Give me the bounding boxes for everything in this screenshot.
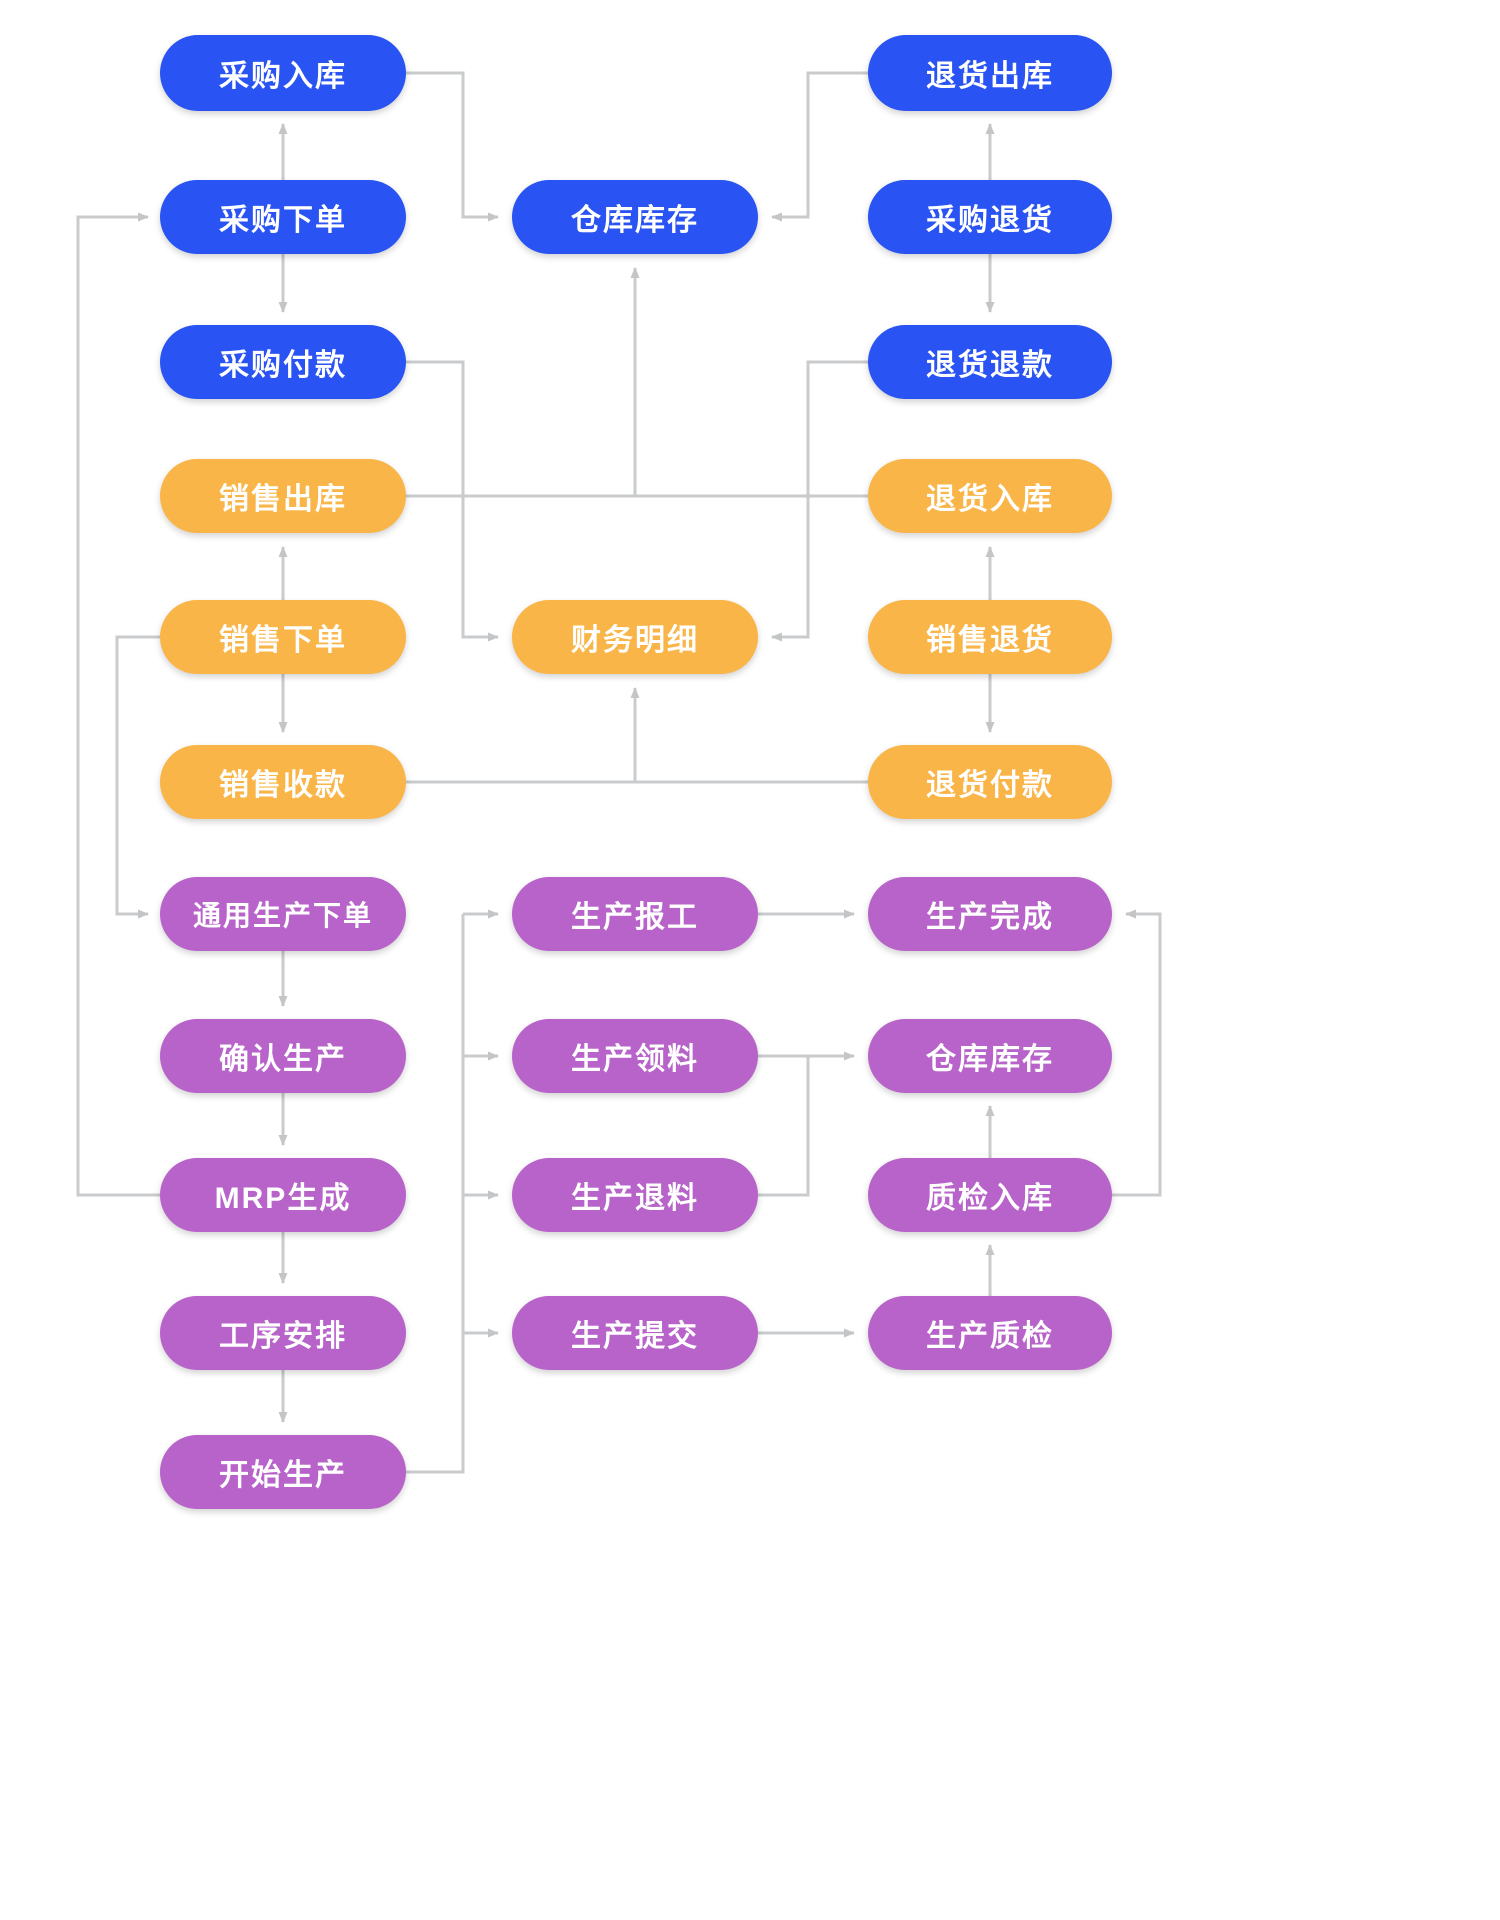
flow-node-n21[interactable]: MRP生成 (160, 1158, 406, 1232)
flow-node-n04[interactable]: 仓库库存 (512, 180, 758, 254)
flow-node-n12[interactable]: 销售退货 (868, 600, 1112, 674)
edge-n27-trunk (406, 914, 465, 1474)
flow-node-n16[interactable]: 生产报工 (512, 877, 758, 951)
flow-node-n11[interactable]: 财务明细 (512, 600, 758, 674)
flow-node-n15[interactable]: 通用生产下单 (160, 877, 406, 951)
flow-node-n08[interactable]: 销售出库 (160, 459, 406, 533)
flow-node-n27[interactable]: 开始生产 (160, 1435, 406, 1509)
flow-node-n01[interactable]: 采购入库 (160, 35, 406, 111)
flow-node-n06[interactable]: 采购付款 (160, 325, 406, 399)
flow-node-n22[interactable]: 生产退料 (512, 1158, 758, 1232)
edge-n08-n04 (406, 267, 640, 498)
edge-n22-n20 (758, 1056, 810, 1197)
flow-node-n07[interactable]: 退货退款 (868, 325, 1112, 399)
flow-node-n26[interactable]: 生产质检 (868, 1296, 1112, 1370)
flow-node-n02[interactable]: 退货出库 (868, 35, 1112, 111)
flow-node-n05[interactable]: 采购退货 (868, 180, 1112, 254)
flow-node-n13[interactable]: 销售收款 (160, 745, 406, 819)
flow-node-n25[interactable]: 生产提交 (512, 1296, 758, 1370)
flow-node-n09[interactable]: 退货入库 (868, 459, 1112, 533)
flow-node-n17[interactable]: 生产完成 (868, 877, 1112, 951)
edge-n02-n04 (771, 71, 868, 222)
edge-n23-n17 (1112, 909, 1162, 1197)
edge-n21-n03 (76, 212, 160, 1197)
flow-node-n14[interactable]: 退货付款 (868, 745, 1112, 819)
edge-n01-n04 (406, 71, 499, 222)
flow-node-n23[interactable]: 质检入库 (868, 1158, 1112, 1232)
flow-node-n03[interactable]: 采购下单 (160, 180, 406, 254)
edge-n06-n11 (406, 360, 499, 642)
flow-node-n19[interactable]: 生产领料 (512, 1019, 758, 1093)
flow-node-n24[interactable]: 工序安排 (160, 1296, 406, 1370)
edge-n07-n11 (771, 360, 868, 642)
edge-n13-n11 (406, 687, 640, 784)
flow-node-n18[interactable]: 确认生产 (160, 1019, 406, 1093)
flow-node-n10[interactable]: 销售下单 (160, 600, 406, 674)
edge-n10-n15 (115, 635, 160, 919)
flow-node-n20[interactable]: 仓库库存 (868, 1019, 1112, 1093)
